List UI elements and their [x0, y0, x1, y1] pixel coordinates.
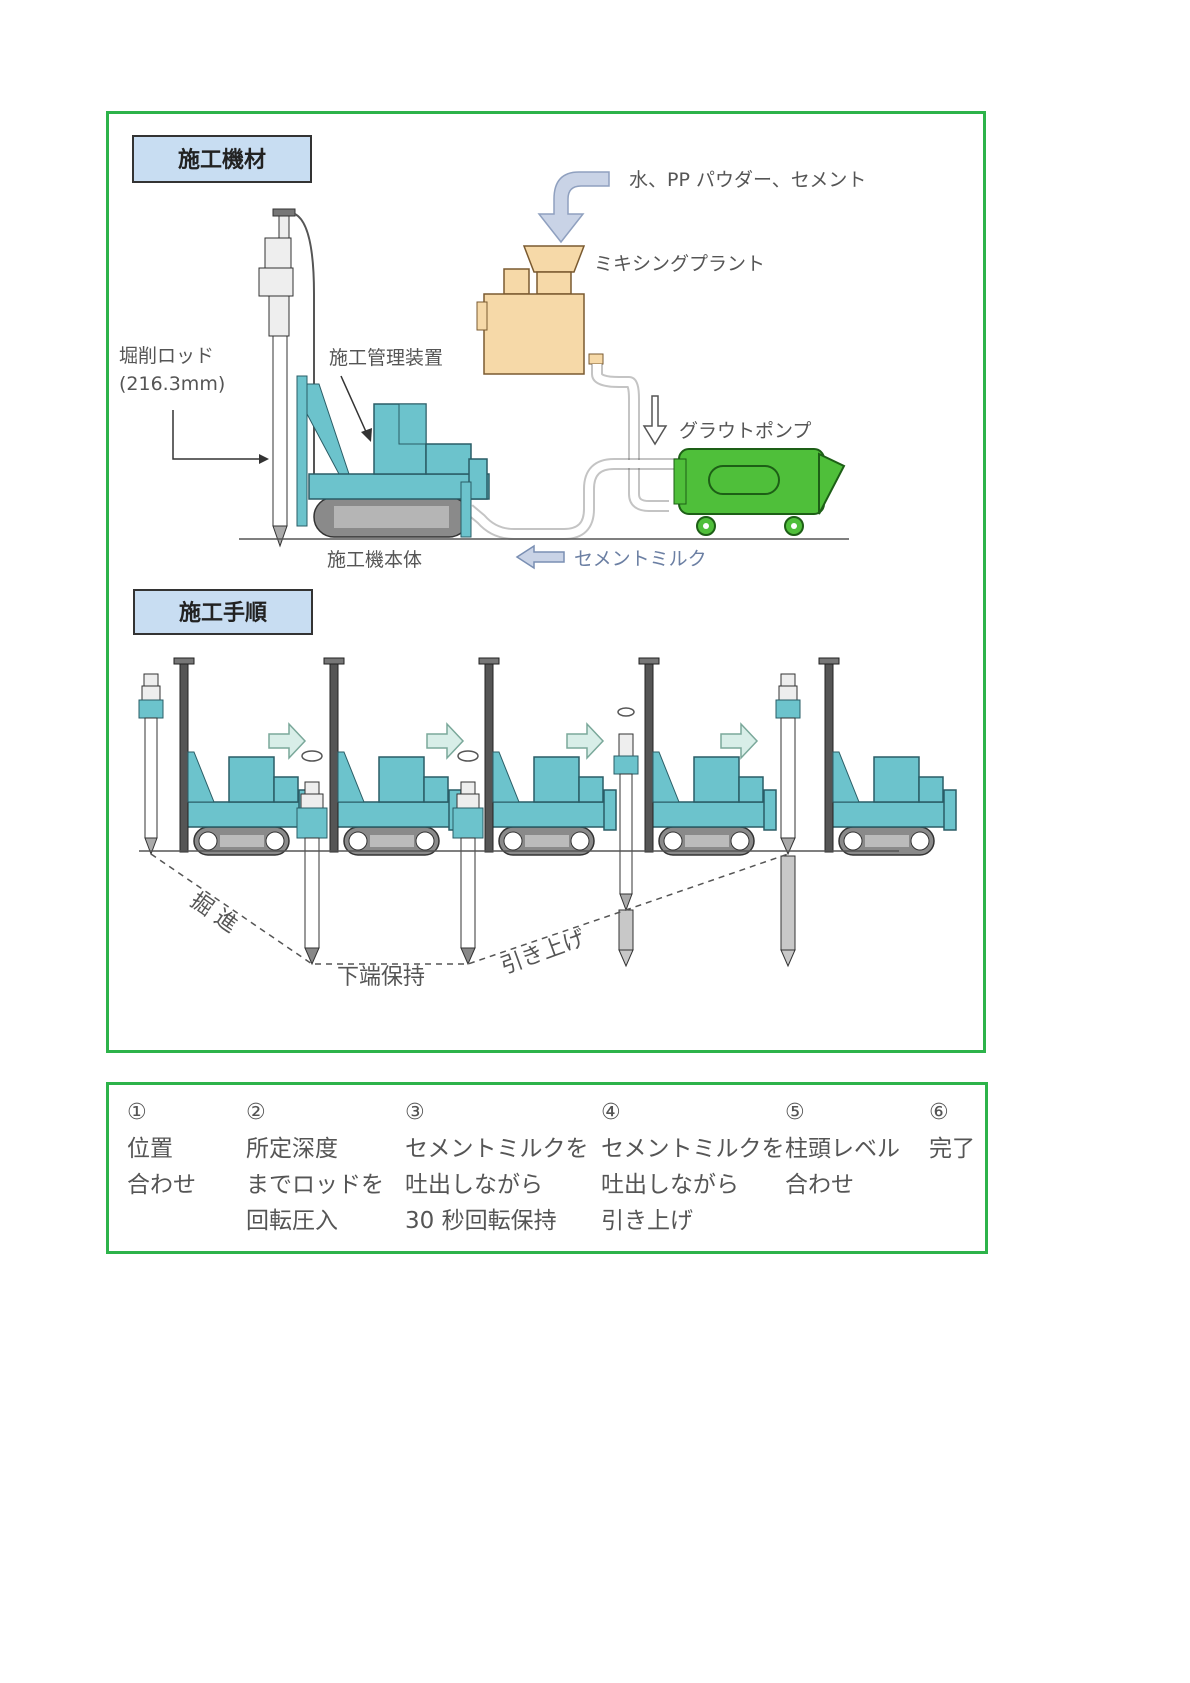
- step-5: ⑤ 柱頭レベル 合わせ: [785, 1095, 900, 1203]
- step-5-number: ⑤: [785, 1100, 805, 1125]
- step4-rig: [613, 657, 777, 968]
- materials-label: 水、PP パウダー、セメント: [629, 169, 866, 191]
- excavate-label: 掘 進: [186, 888, 242, 938]
- step-3-line1: セメントミルクを: [405, 1136, 589, 1162]
- step-3-line3: 30 秒回転保持: [405, 1208, 557, 1234]
- materials-input-arrow: [537, 171, 610, 244]
- section1-title-box: [132, 135, 312, 183]
- step-5-line1: 柱頭レベル: [785, 1136, 900, 1162]
- step3-rig: [452, 657, 617, 966]
- control-device-label: 施工管理装置: [329, 347, 443, 369]
- steps-frame: ① 位置 合わせ ② 所定深度 までロッドを 回転圧入 ③ セメントミルクを 吐…: [106, 1082, 988, 1254]
- step5-rig: [775, 657, 957, 968]
- mixing-plant: [476, 245, 604, 375]
- control-device-pointer: [340, 375, 368, 435]
- step-4-number: ④: [601, 1100, 621, 1125]
- grout-pump-label: グラウトポンプ: [679, 420, 811, 442]
- construction-diagram: 施工機材 水、PP パウダー、セメント ミキシングプラント グラウトポンプ: [119, 135, 957, 990]
- main-machine: [258, 208, 490, 548]
- step-4: ④ セメントミルクを 吐出しながら 引き上げ: [601, 1095, 785, 1239]
- step-2-number: ②: [246, 1100, 266, 1125]
- step2-rig: [296, 657, 462, 966]
- step-4-line2: 吐出しながら: [601, 1172, 739, 1198]
- step-2: ② 所定深度 までロッドを 回転圧入: [246, 1095, 384, 1239]
- step-1-line2: 合わせ: [127, 1172, 196, 1198]
- rod-pointer-line: [172, 410, 259, 460]
- cement-milk-label: セメントミルク: [574, 548, 707, 570]
- step-2-line3: 回転圧入: [246, 1208, 338, 1234]
- flow-down-arrow: [642, 395, 668, 446]
- section1-title: 施工機材: [178, 147, 266, 173]
- step-3-line2: 吐出しながら: [405, 1172, 543, 1198]
- step-2-line1: 所定深度: [246, 1136, 338, 1162]
- hold-bottom-label: 下端保持: [337, 965, 425, 990]
- section2-title-box: [133, 589, 313, 635]
- step-2-line2: までロッドを: [246, 1172, 384, 1198]
- step-6: ⑥ 完了: [929, 1095, 975, 1167]
- mixing-plant-label: ミキシングプラント: [594, 253, 765, 275]
- step-6-line1: 完了: [929, 1136, 975, 1162]
- step-5-line2: 合わせ: [785, 1172, 854, 1198]
- step-4-line3: 引き上げ: [601, 1208, 693, 1234]
- rod-label-line2: (216.3mm): [119, 373, 225, 395]
- step-6-number: ⑥: [929, 1100, 949, 1125]
- step-1-line1: 位置: [127, 1136, 173, 1162]
- step1-rig: [138, 657, 312, 856]
- step-3-number: ③: [405, 1100, 425, 1125]
- rod-label-line1: 堀削ロッド: [119, 345, 214, 367]
- step-3: ③ セメントミルクを 吐出しながら 30 秒回転保持: [405, 1095, 589, 1239]
- cement-milk-arrow: [515, 544, 565, 570]
- step-1: ① 位置 合わせ: [127, 1095, 196, 1203]
- step-1-number: ①: [127, 1100, 147, 1125]
- machine-body-label: 施工機本体: [327, 549, 422, 571]
- section2-title: 施工手順: [179, 600, 268, 626]
- construction-diagram-frame: 施工機材 水、PP パウダー、セメント ミキシングプラント グラウトポンプ: [106, 111, 986, 1053]
- pull-up-label: 引き上げ: [498, 926, 589, 980]
- step-4-line1: セメントミルクを: [601, 1136, 785, 1162]
- step-arrows: [268, 722, 759, 760]
- process-dashed-path: [150, 853, 789, 965]
- grout-pump: [673, 448, 846, 536]
- rotation-marks: [301, 707, 635, 762]
